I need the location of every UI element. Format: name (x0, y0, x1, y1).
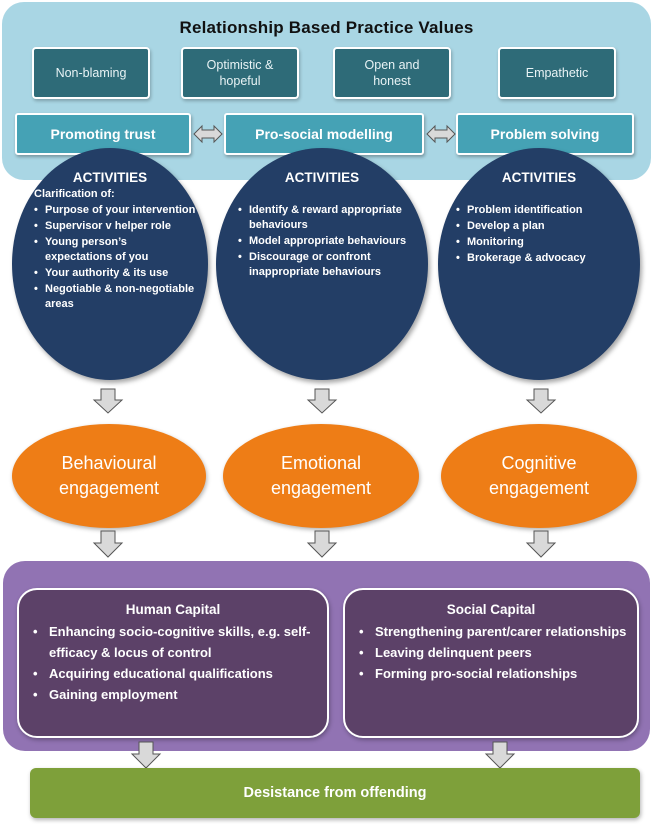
activities-list: •Identify & reward appropriate behaviour… (238, 203, 414, 280)
activities-heading: ACTIVITIES (72, 170, 148, 185)
list-item: •Forming pro-social relationships (359, 666, 578, 681)
list-item: •Negotiable & non-negotiable areas (34, 283, 195, 310)
list-item: •Problem identification (456, 204, 583, 216)
list-item: •Supervisor v helper role (34, 220, 171, 232)
down-arrow-icon (525, 530, 557, 558)
list-item: •Model appropriate behaviours (238, 235, 407, 247)
list-item: •Enhancing socio-cognitive skills, e.g. … (33, 624, 311, 660)
double-arrow-icon (193, 124, 223, 144)
diagram-title: Relationship Based Practice Values (179, 18, 474, 37)
value-box-non-blaming: Non-blaming (32, 47, 150, 99)
down-arrow-icon (525, 388, 557, 414)
value-box-empathetic: Empathetic (498, 47, 616, 99)
outcome-bar: Desistance from offending (30, 768, 640, 818)
human-capital-heading: Human Capital (125, 602, 221, 617)
practice-promoting-trust: Promoting trust (15, 113, 191, 155)
activities-intro: Clarification of: (34, 188, 115, 200)
social-capital-list: •Strengthening parent/carer relationship… (359, 621, 627, 684)
activities-heading: ACTIVITIES (284, 170, 360, 185)
list-item: •Purpose of your intervention (34, 204, 196, 216)
down-arrow-icon (306, 388, 338, 414)
list-item: •Young person’s expectations of you (34, 236, 149, 263)
list-item: •Identify & reward appropriate behaviour… (238, 204, 402, 231)
list-item: •Gaining employment (33, 687, 178, 702)
down-arrow-icon (306, 530, 338, 558)
list-item: •Discourage or confront inappropriate be… (238, 251, 382, 278)
activities-oval-problem-solving: ACTIVITIES •Problem identification •Deve… (438, 148, 640, 380)
list-item: •Monitoring (456, 236, 524, 248)
down-arrow-icon (92, 530, 124, 558)
activities-list: •Purpose of your intervention •Superviso… (34, 203, 196, 312)
list-item: •Brokerage & advocacy (456, 252, 586, 264)
social-capital-box: Social Capital •Strengthening parent/car… (343, 588, 639, 738)
social-capital-heading: Social Capital (446, 602, 536, 617)
down-arrow-icon (130, 741, 162, 769)
activities-heading: ACTIVITIES (501, 170, 577, 185)
value-box-open-honest: Open and honest (333, 47, 451, 99)
human-capital-list: •Enhancing socio-cognitive skills, e.g. … (33, 621, 317, 705)
double-arrow-icon (426, 124, 456, 144)
engagement-cognitive: Cognitive engagement (441, 424, 637, 528)
list-item: •Strengthening parent/carer relationship… (359, 624, 627, 639)
list-item: •Leaving delinquent peers (359, 645, 532, 660)
activities-oval-trust: ACTIVITIES Clarification of: •Purpose of… (12, 148, 208, 380)
human-capital-box: Human Capital •Enhancing socio-cognitive… (17, 588, 329, 738)
down-arrow-icon (92, 388, 124, 414)
down-arrow-icon (484, 741, 516, 769)
value-box-optimistic: Optimistic & hopeful (181, 47, 299, 99)
list-item: •Acquiring educational qualifications (33, 666, 273, 681)
list-item: •Develop a plan (456, 220, 545, 232)
engagement-emotional: Emotional engagement (223, 424, 419, 528)
activities-list: •Problem identification •Develop a plan … (456, 203, 630, 266)
activities-oval-modelling: ACTIVITIES •Identify & reward appropriat… (216, 148, 428, 380)
engagement-behavioural: Behavioural engagement (12, 424, 206, 528)
list-item: •Your authority & its use (34, 267, 169, 279)
